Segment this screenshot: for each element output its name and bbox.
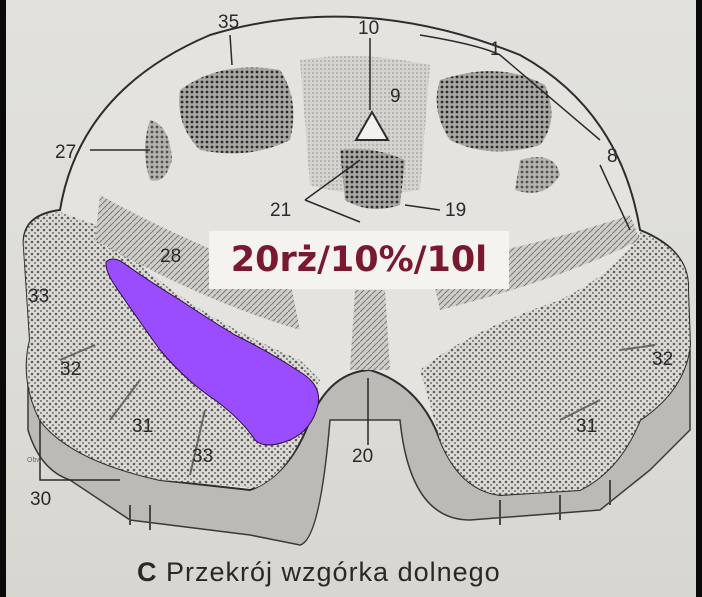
label-27: 27 [55, 142, 76, 163]
label-21: 21 [270, 200, 291, 221]
label-35: 35 [218, 12, 239, 33]
label-33-left: 33 [28, 286, 49, 307]
label-31-left: 31 [132, 416, 153, 437]
label-10: 10 [358, 18, 379, 39]
caption-letter: C [137, 557, 158, 587]
label-1: 1 [490, 39, 501, 60]
midline-nuclei [340, 149, 405, 209]
label-19: 19 [445, 200, 466, 221]
label-32-left: 32 [60, 359, 81, 380]
label-32-right: 32 [652, 349, 673, 370]
label-33-bottom: 33 [192, 446, 213, 467]
label-31-right: 31 [576, 416, 597, 437]
left-nucleus-35 [179, 68, 293, 154]
label-30: 30 [30, 489, 51, 510]
midbrain-section-drawing: 35 10 1 9 27 8 21 19 28 33 32 32 31 31 3… [6, 0, 696, 597]
textbook-photo: 35 10 1 9 27 8 21 19 28 33 32 32 31 31 3… [6, 0, 696, 597]
label-20: 20 [352, 446, 373, 467]
overlay-label: 20rż/10%/10l [209, 231, 509, 289]
label-28: 28 [160, 246, 181, 267]
label-9: 9 [390, 86, 401, 107]
label-8: 8 [607, 146, 618, 167]
caption-text: Przekrój wzgórka dolnego [166, 557, 501, 587]
figure-caption: C Przekrój wzgórka dolnego [137, 557, 501, 588]
raphe [350, 290, 390, 370]
small-label: Obw [27, 457, 41, 464]
